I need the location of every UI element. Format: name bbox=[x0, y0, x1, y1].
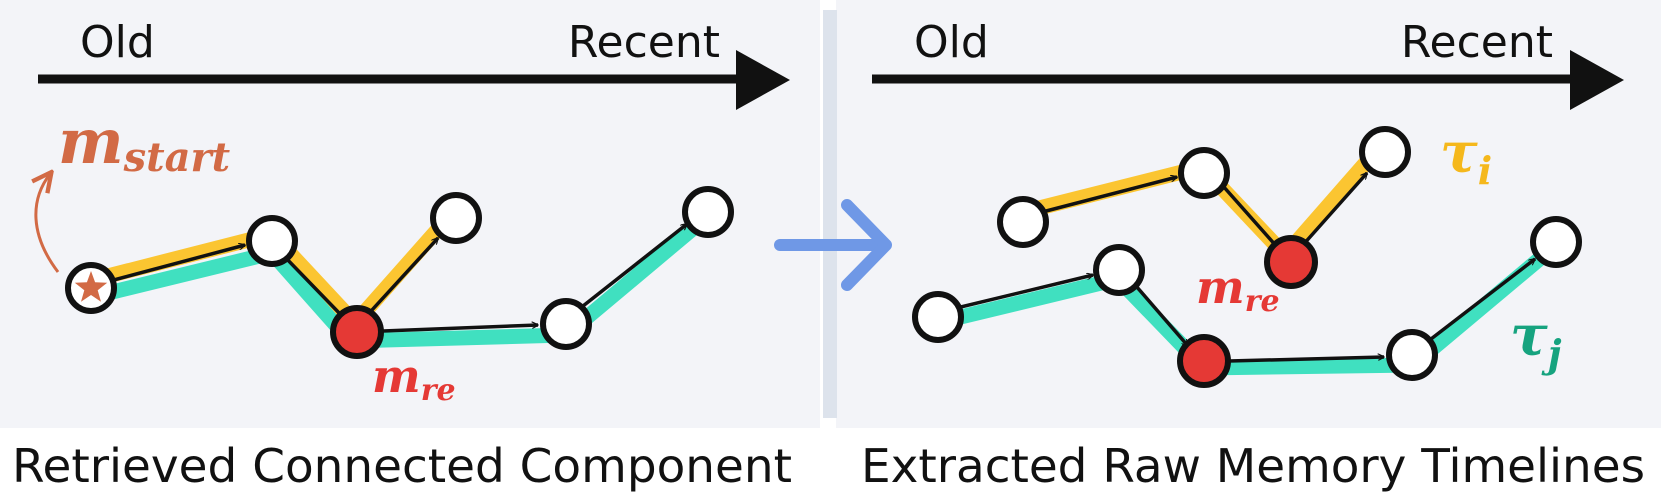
left-edge-re-to-n3 bbox=[382, 325, 538, 333]
left-edge-n1-to-re bbox=[281, 253, 343, 317]
right-node-i-re bbox=[1264, 235, 1318, 289]
left-m-re-label: mre bbox=[372, 349, 456, 408]
left-edge-start-to-n1 bbox=[90, 245, 245, 288]
right-edge-i-re-to-2 bbox=[1300, 173, 1369, 248]
star-icon bbox=[74, 271, 108, 302]
right-edge-j-0-to-1 bbox=[939, 275, 1093, 314]
right-node-j-3 bbox=[1386, 329, 1438, 381]
right-edge-j-re-to-3 bbox=[1228, 357, 1384, 363]
right-panel: Old Recent mre τi τj bbox=[872, 17, 1624, 388]
right-node-i-2 bbox=[1359, 126, 1411, 178]
panel-divider bbox=[823, 10, 837, 418]
tau-j-label: τj bbox=[1510, 303, 1562, 376]
right-axis-recent-label: Recent bbox=[1401, 17, 1553, 68]
left-axis-old-label: Old bbox=[80, 17, 155, 68]
left-node-re bbox=[330, 305, 384, 359]
right-axis-old-label: Old bbox=[914, 17, 989, 68]
left-node-2 bbox=[430, 192, 482, 244]
right-node-j-re bbox=[1177, 334, 1231, 388]
m-start-curved-arrow bbox=[36, 174, 60, 273]
right-time-axis-arrowhead bbox=[1570, 50, 1624, 110]
right-edge-i-1-to-re bbox=[1221, 184, 1280, 248]
left-axis-recent-label: Recent bbox=[568, 17, 720, 68]
left-node-3 bbox=[540, 298, 592, 350]
left-edge-n3-to-n4 bbox=[581, 222, 687, 308]
right-node-j-0 bbox=[912, 291, 964, 343]
left-timeline-i-band bbox=[84, 202, 463, 331]
left-node-4 bbox=[682, 186, 734, 238]
left-time-axis-arrowhead bbox=[736, 50, 790, 110]
right-edge-j-3-to-4 bbox=[1429, 257, 1535, 341]
tau-i-label: τi bbox=[1440, 120, 1492, 193]
right-edge-j-1-to-re bbox=[1134, 284, 1190, 346]
right-node-j-4 bbox=[1530, 216, 1582, 268]
left-node-1 bbox=[246, 215, 298, 267]
left-caption: Retrieved Connected Component bbox=[12, 439, 792, 493]
left-edge-re-to-n2 bbox=[370, 238, 438, 312]
right-caption: Extracted Raw Memory Timelines bbox=[861, 439, 1645, 493]
right-m-re-label: mre bbox=[1196, 260, 1280, 319]
right-node-i-1 bbox=[1178, 147, 1230, 199]
right-edge-i-0-to-1 bbox=[1022, 177, 1177, 219]
transition-arrow bbox=[774, 199, 892, 291]
right-node-i-0 bbox=[997, 196, 1049, 248]
left-panel: Old Recent mstart mre bbox=[36, 17, 790, 408]
right-node-j-1 bbox=[1093, 244, 1145, 296]
m-start-label: mstart bbox=[58, 105, 231, 181]
